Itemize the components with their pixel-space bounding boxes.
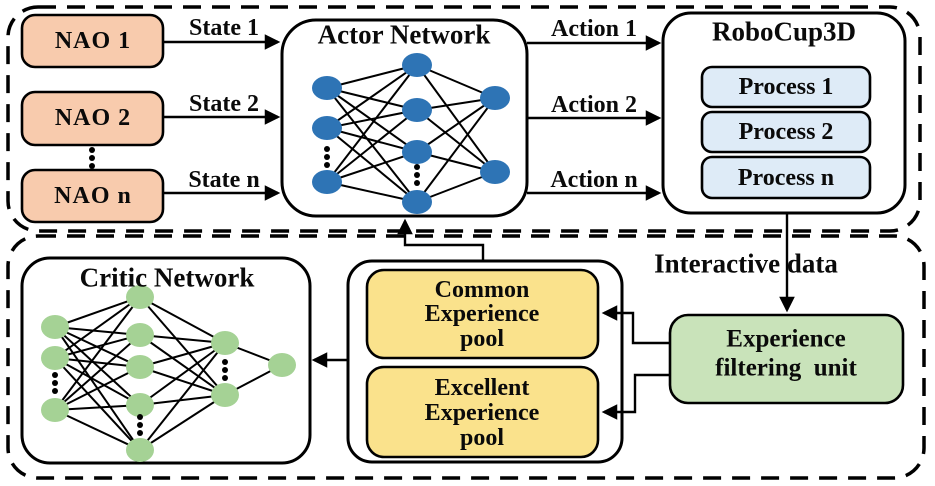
process-2-label: Process 2 bbox=[738, 119, 834, 145]
nao-n-box bbox=[20, 168, 165, 224]
common-pool-label-line1: Common bbox=[434, 277, 530, 303]
state-1-label: State 1 bbox=[189, 15, 259, 41]
process-n-label: Process n bbox=[737, 165, 835, 191]
actor-network-nodes bbox=[312, 53, 510, 214]
excellent-pool-label-line1: Excellent bbox=[434, 375, 530, 401]
bottom-dashed-container bbox=[6, 234, 926, 480]
neuron-node bbox=[41, 398, 69, 422]
actor-input-ellipsis-icon bbox=[324, 146, 330, 168]
filter-unit-label-line1: Experience bbox=[726, 325, 846, 353]
neuron-node bbox=[126, 285, 154, 309]
actor-hidden-ellipsis-icon bbox=[414, 164, 420, 186]
dashed-containers bbox=[6, 5, 926, 480]
process-1-label: Process 1 bbox=[738, 74, 834, 100]
critic-hidden2-ellipsis-icon bbox=[222, 359, 228, 381]
neuron-node bbox=[480, 86, 510, 110]
neuron-node bbox=[126, 393, 154, 417]
neuron-node bbox=[480, 160, 510, 184]
neuron-node bbox=[402, 98, 432, 122]
pools-to-actor-arrow bbox=[397, 218, 485, 261]
neuron-node bbox=[402, 190, 432, 214]
interactive-data-label: Interactive data bbox=[654, 248, 838, 279]
experience-filtering-unit-box bbox=[668, 313, 905, 405]
neuron-node bbox=[312, 116, 342, 140]
state-n-label: State n bbox=[188, 167, 260, 193]
process-1-box bbox=[700, 65, 872, 109]
excellent-experience-pool-box bbox=[365, 365, 600, 459]
process-n-box bbox=[700, 155, 872, 200]
nao-1-label: NAO 1 bbox=[54, 28, 132, 54]
neuron-node bbox=[211, 383, 239, 407]
nao-n-label: NAO n bbox=[54, 183, 132, 209]
nao-2-label: NAO 2 bbox=[54, 105, 132, 131]
nao-vertical-ellipsis-icon bbox=[89, 147, 95, 169]
neuron-node bbox=[268, 353, 296, 377]
filter-to-common-pool-arrow bbox=[601, 305, 670, 345]
neuron-node bbox=[312, 76, 342, 100]
neuron-node bbox=[211, 331, 239, 355]
neuron-node bbox=[126, 438, 154, 462]
common-experience-pool-box bbox=[365, 268, 600, 360]
neuron-node bbox=[126, 355, 154, 379]
state-2-label: State 2 bbox=[189, 91, 259, 117]
nao-2-box bbox=[20, 90, 165, 147]
critic-network-title: Critic Network bbox=[79, 262, 255, 293]
neuron-node bbox=[126, 323, 154, 347]
neuron-node bbox=[312, 170, 342, 194]
neuron-node bbox=[402, 140, 432, 164]
actor-network-title: Actor Network bbox=[317, 19, 491, 50]
action-2-label: Action 2 bbox=[551, 92, 637, 118]
filter-unit-label-line2: filtering unit bbox=[715, 354, 857, 382]
critic-network-nodes bbox=[41, 285, 296, 462]
filter-to-excellent-pool-arrow bbox=[601, 373, 670, 420]
robocup3d-title: RoboCup3D bbox=[711, 16, 857, 47]
excellent-pool-label-line3: pool bbox=[459, 425, 505, 451]
connector-arrows bbox=[163, 34, 795, 420]
action-n-label: Action n bbox=[550, 167, 638, 193]
critic-input-ellipsis-icon bbox=[52, 372, 58, 394]
process-2-box bbox=[700, 110, 872, 154]
action-1-label: Action 1 bbox=[551, 16, 637, 42]
common-pool-label-line3: pool bbox=[459, 326, 505, 352]
critic-hidden1-ellipsis-icon bbox=[137, 414, 143, 436]
critic-network-edges bbox=[54, 296, 283, 451]
top-dashed-container bbox=[6, 5, 922, 233]
excellent-pool-label-line2: Experience bbox=[424, 400, 540, 426]
neuron-node bbox=[402, 53, 432, 77]
neuron-node bbox=[41, 346, 69, 370]
common-pool-label-line2: Experience bbox=[424, 301, 540, 327]
neuron-node bbox=[41, 315, 69, 339]
